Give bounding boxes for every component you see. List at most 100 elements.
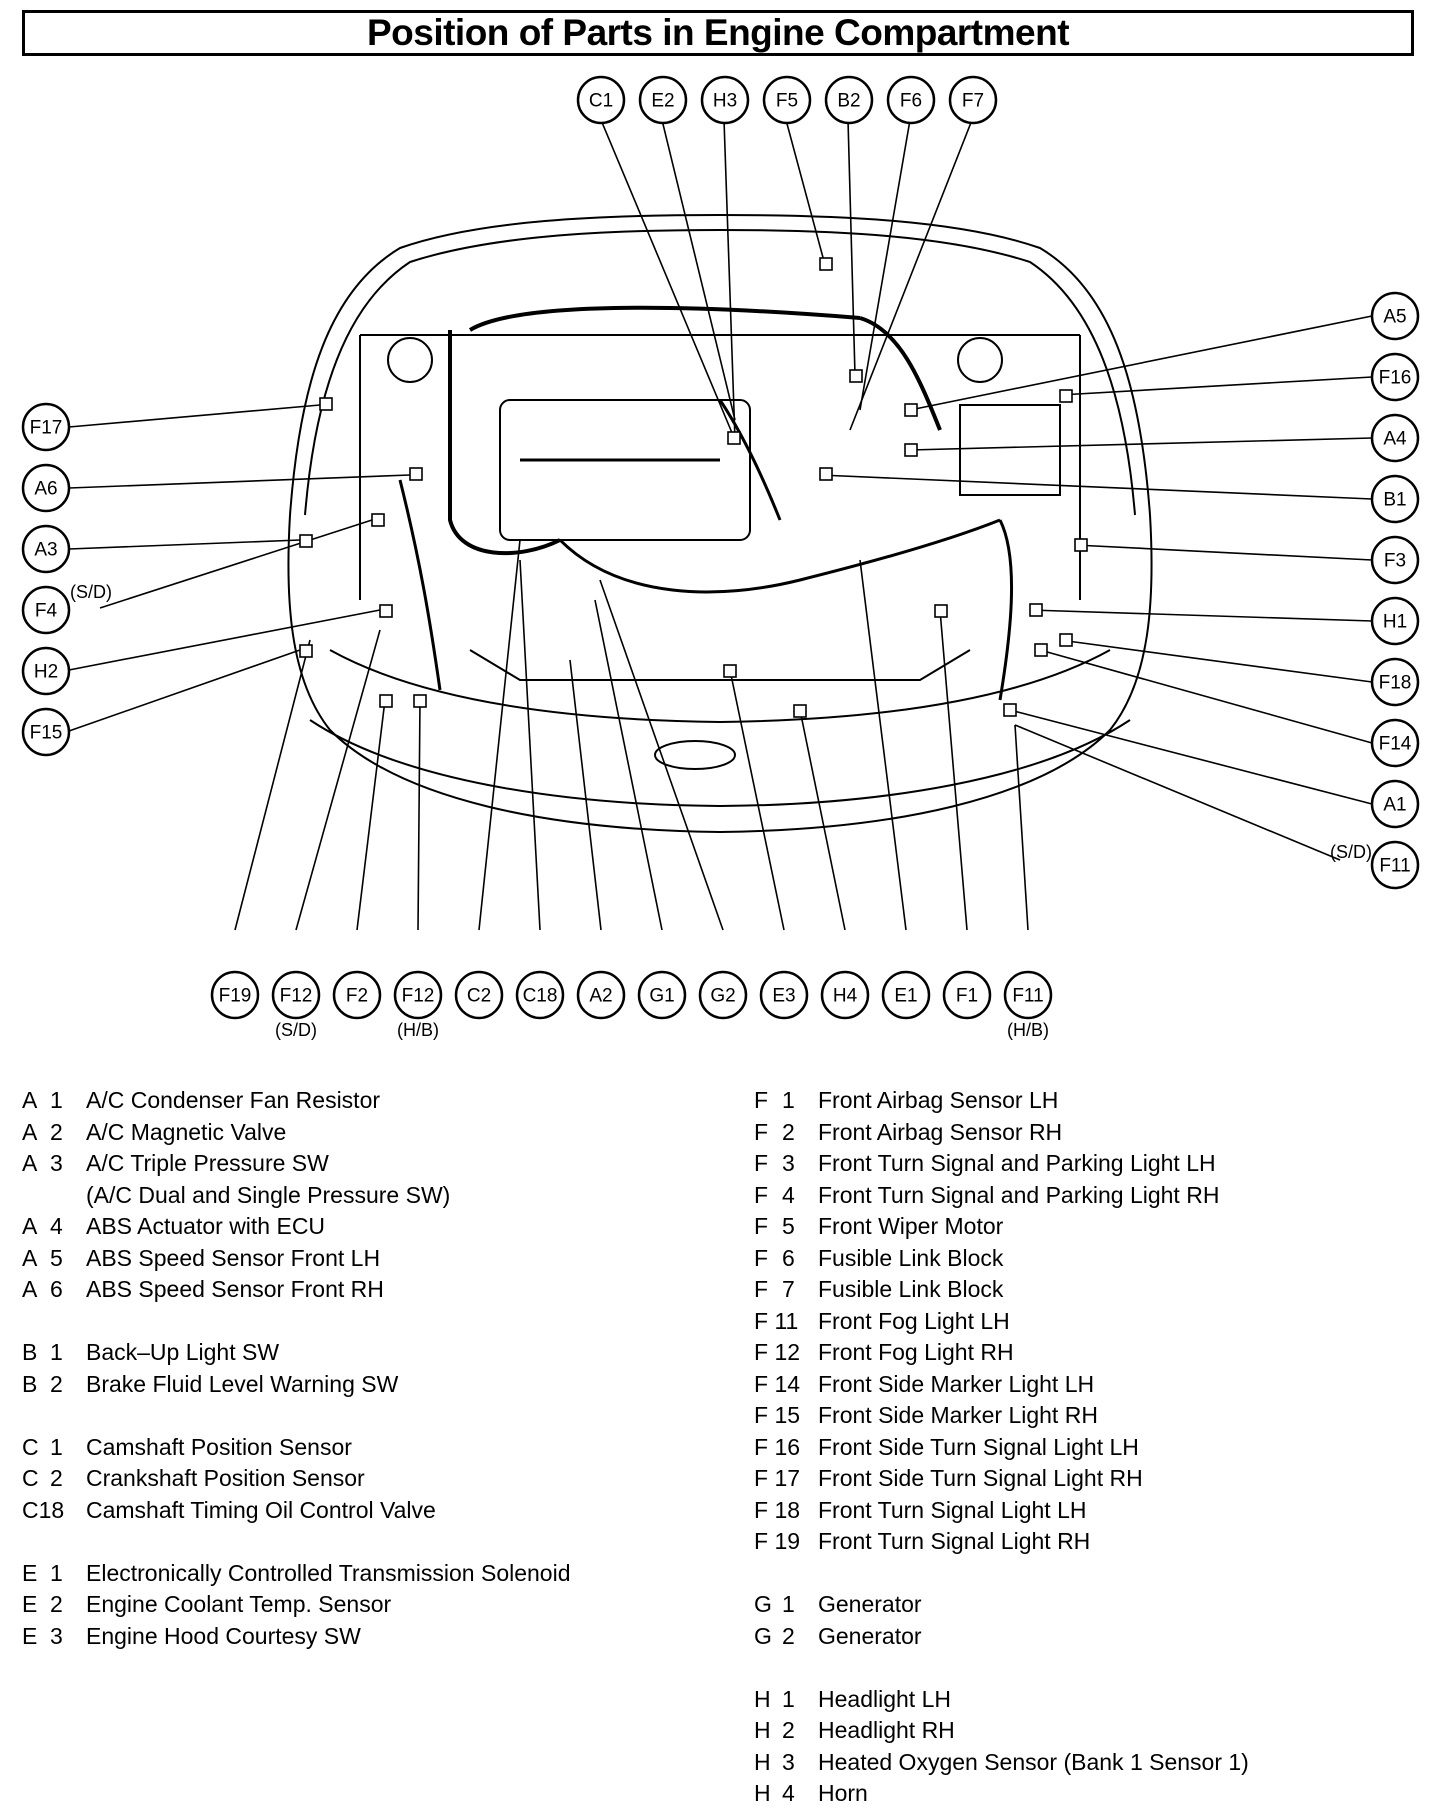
callout-text: F16 [1379,368,1412,389]
connector-markers [299,257,1088,718]
wiring-harness-3 [520,399,1014,701]
legend-number: 2 [50,1370,63,1397]
callout-text: H3 [713,91,737,112]
callout-right-b1: B1 [1370,474,1420,524]
callout-text: A1 [1383,795,1406,816]
legend-description: Front Turn Signal and Parking Light LH [818,1150,1216,1176]
legend-code: E [22,1622,38,1649]
legend-number: 2 [50,1591,63,1617]
legend-number: 7 [782,1276,795,1302]
callout-left-h2: H2 [21,646,71,696]
legend-number: 2 [50,1118,63,1145]
callout-circle [21,463,71,513]
legend-number: 6 [782,1244,795,1271]
callout-circle [1370,413,1420,463]
legend-spacer [22,1526,571,1558]
callout-text: A2 [589,986,612,1007]
callout-top-f7: F7 [948,75,998,125]
callout-note-f11: (S/D) [1330,842,1372,862]
legend-number: 2 [50,1465,63,1491]
legend-code: H [754,1685,771,1712]
callout-circle [210,970,260,1020]
legend-description: Crankshaft Position Sensor [86,1465,365,1491]
callout-circle [393,970,443,1020]
callout-circle [576,970,626,1020]
callout-circle [1003,970,1053,1020]
legend-code: F [754,1118,769,1145]
callout-bottom-c18: C18 [515,970,565,1020]
legend-description: Front Fog Light RH [818,1339,1014,1365]
legend-code: F [754,1276,769,1302]
callout-left-a6: A6 [21,463,71,513]
legend-item: F 11 Front Fog Light LH [754,1306,1249,1338]
legend-item: (A/C Dual and Single Pressure SW) [22,1180,571,1212]
callout-circle [1370,291,1420,341]
callout-note-f4: (S/D) [70,582,112,602]
callout-circle [1370,535,1420,585]
callout-top-e2: E2 [638,75,688,125]
callout-left-f17: F17 [21,402,71,452]
callout-text: F18 [1379,673,1412,694]
callout-text: A5 [1383,307,1406,328]
bumper-line [309,719,1131,808]
legend-description: (A/C Dual and Single Pressure SW) [86,1181,451,1208]
callout-right-f14: F14 [1370,718,1420,768]
callout-text: F2 [346,986,368,1007]
legend-spacer [22,1400,571,1432]
legend-description: Front Wiper Motor [818,1213,1004,1239]
legend-description: A/C Triple Pressure SW [86,1150,329,1176]
legend-code: A [22,1150,38,1176]
callout-circle [21,646,71,696]
callout-circle [886,75,936,125]
callout-circle [1370,474,1420,524]
legend-description: Front Fog Light LH [818,1307,1010,1334]
callout-text: E3 [772,986,795,1007]
legend-description: ABS Actuator with ECU [86,1213,326,1239]
legend-description: Front Turn Signal and Parking Light RH [818,1181,1220,1208]
legend-code: F 18 [754,1496,801,1523]
callout-circle [1370,352,1420,402]
callout-text: G2 [710,986,735,1007]
legend-code: B [22,1339,38,1365]
fender-left [287,514,1153,834]
legend-code: C [22,1433,39,1460]
legend-description: Front Airbag Sensor LH [818,1087,1059,1113]
callout-text: F14 [1379,734,1412,755]
callout-circle [820,970,870,1020]
callout-right-f11: F11 [1370,840,1420,890]
legend-code: A [22,1244,38,1271]
callout-bottom-g1: G1 [637,970,687,1020]
callout-bottom-f19: F19 [210,970,260,1020]
callout-circle [332,970,382,1020]
legend-description: Engine Coolant Temp. Sensor [86,1591,392,1617]
callout-text: H1 [1383,612,1407,633]
legend-description: Generator [818,1622,922,1649]
callout-circle [948,75,998,125]
callout-text: F17 [30,418,63,439]
legend-description: Generator [818,1591,922,1617]
callout-bottom-f12: F12 [393,970,443,1020]
callout-text: F5 [776,91,798,112]
legend-spacer [754,1558,1249,1590]
legend-number: 5 [50,1244,63,1271]
bumper-line-2 [329,649,1111,724]
legend-code: G [754,1591,772,1617]
legend-code: C [22,1465,39,1491]
callout-text: F15 [30,723,63,744]
legend-code: F 11 [754,1307,799,1334]
legend-code: H [754,1748,771,1775]
legend-code: B [22,1370,38,1397]
